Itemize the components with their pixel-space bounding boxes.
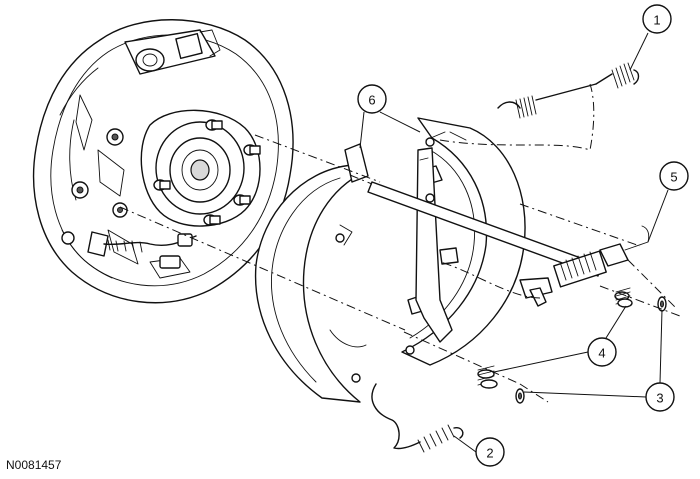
hold-down-spring-lower (477, 365, 498, 389)
callout-2-label: 2 (486, 446, 493, 461)
callout-5: 5 (647, 161, 689, 243)
anchor-pin-and-bolts (61, 128, 128, 245)
callout-4-label: 4 (598, 346, 605, 361)
callout-4: 4 (493, 305, 627, 373)
callout-5-label: 5 (670, 170, 677, 185)
callout-6: 6 (357, 84, 421, 149)
abs-sensor-cable (87, 231, 197, 269)
retainer-cup-lower (515, 388, 525, 404)
brake-shoe-rear (254, 143, 369, 403)
callout-2: 2 (453, 435, 505, 467)
brake-shoe-front (401, 117, 526, 366)
hold-down-spring-upper (614, 287, 633, 308)
callout-1-label: 1 (653, 13, 660, 28)
callout-3-label: 3 (656, 391, 663, 406)
alignment-lines (119, 83, 681, 403)
retainer-cup-upper (657, 296, 667, 312)
lower-return-spring (371, 383, 464, 453)
upper-return-spring (497, 62, 640, 119)
callout-3: 3 (523, 309, 675, 412)
wheel-studs (153, 119, 261, 226)
axle-hub (140, 109, 261, 227)
parking-brake-lever (415, 147, 453, 343)
figure-id-label: N0081457 (6, 458, 62, 472)
adjuster-assembly (367, 181, 650, 307)
callout-1: 1 (629, 4, 672, 71)
callout-6-label: 6 (368, 93, 375, 108)
wheel-cylinder (124, 29, 221, 75)
